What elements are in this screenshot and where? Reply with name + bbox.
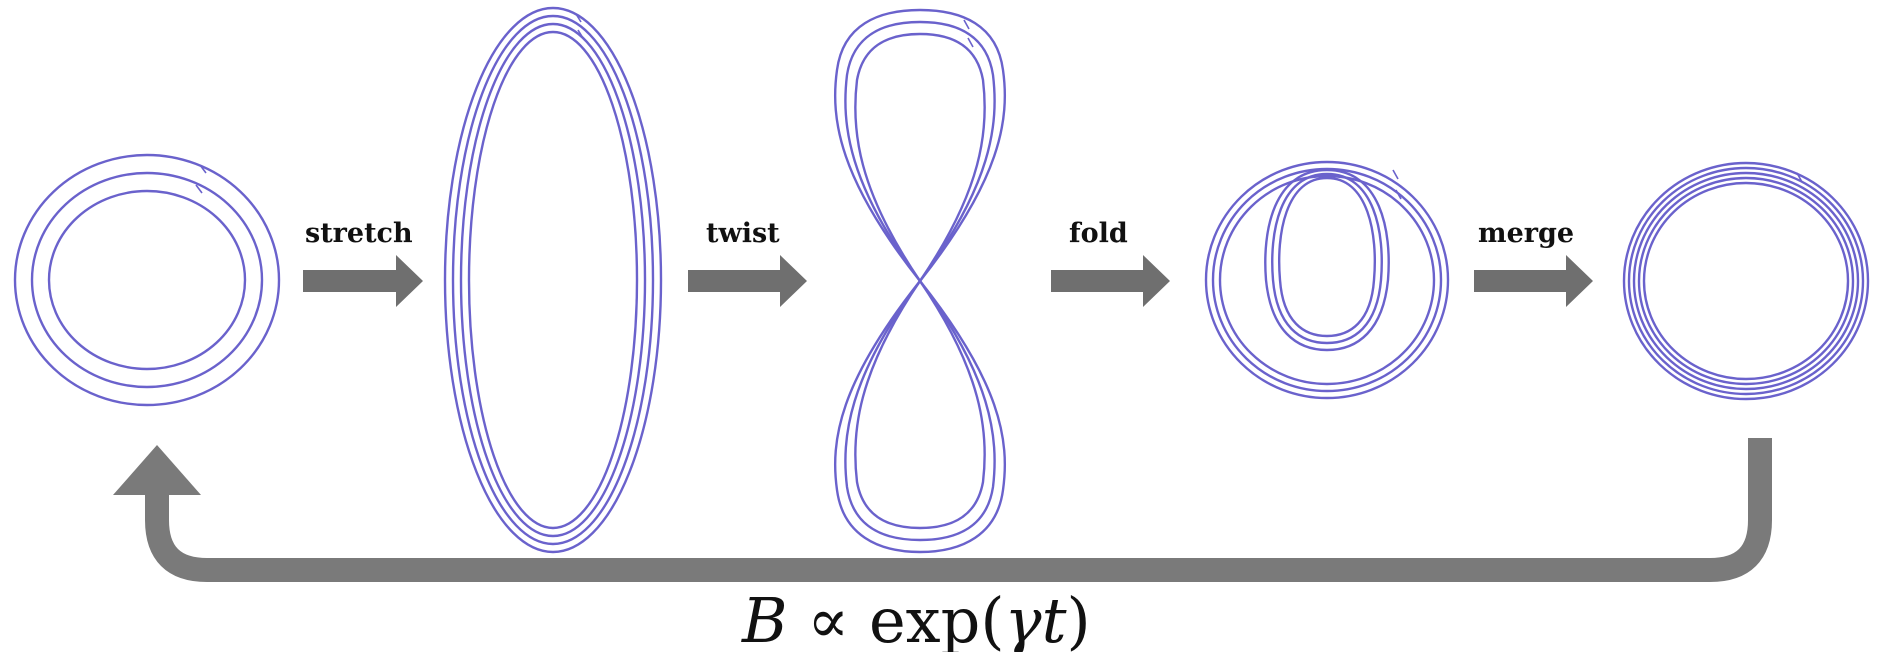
twist-arrow [688, 255, 807, 307]
merge-step: merge [1474, 218, 1593, 307]
twist-step: twist [688, 218, 807, 307]
fold-label: fold [1069, 218, 1128, 249]
fold-arrow [1051, 255, 1170, 307]
stretch-label: stretch [305, 218, 413, 249]
stage-rings [15, 155, 279, 405]
return-arrow-head [113, 445, 201, 495]
stage-folded [1206, 162, 1448, 398]
stretch-arrow [303, 255, 423, 307]
twist-label: twist [706, 218, 780, 249]
stage-stretched [445, 8, 661, 552]
stage-merged [1624, 163, 1868, 399]
fold-step: fold [1051, 218, 1170, 307]
growth-formula: B ∝ exp(γt) [741, 584, 1091, 652]
merge-arrow [1474, 255, 1593, 307]
stretch-step: stretch [303, 218, 423, 307]
stage-twisted [835, 10, 1005, 552]
merge-label: merge [1478, 218, 1574, 249]
